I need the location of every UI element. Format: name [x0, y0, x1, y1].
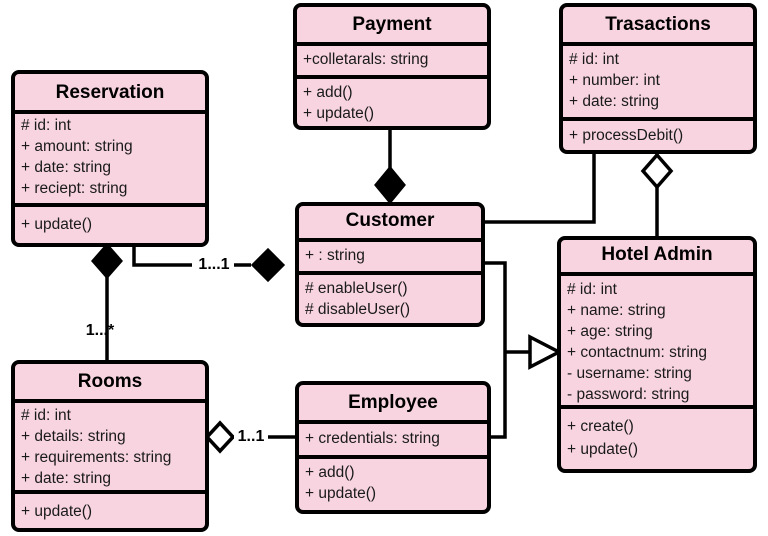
- multiplicity-backdrop-reservation-customer: [192, 255, 234, 275]
- class-attribute: + contactnum: string: [567, 344, 707, 361]
- relationship-payment-customer[interactable]: [374, 128, 406, 205]
- class-body-hoteladmin: [557, 236, 757, 473]
- class-attribute: + requirements: string: [21, 449, 171, 466]
- class-body-payment: [293, 3, 491, 130]
- class-attribute: + amount: string: [21, 138, 133, 155]
- class-body-trasactions: [559, 3, 757, 154]
- class-method: # disableUser(): [305, 301, 410, 318]
- relationship-customer-trasactions[interactable]: [483, 152, 596, 224]
- class-method: + update(): [21, 216, 92, 233]
- class-attribute: # id: int: [21, 117, 72, 134]
- class-body-employee: [295, 381, 491, 514]
- class-attribute: + reciept: string: [21, 180, 127, 197]
- class-box-trasactions[interactable]: Trasactions # id: int + number: int + da…: [559, 3, 757, 154]
- class-attribute: + details: string: [21, 428, 126, 445]
- class-attribute: # id: int: [569, 51, 620, 68]
- generalization-arrowhead-hoteladmin: [528, 334, 563, 370]
- class-method: + create(): [567, 418, 634, 435]
- class-attribute: +colletarals: string: [303, 51, 428, 68]
- class-title-reservation: Reservation: [56, 82, 165, 103]
- class-box-employee[interactable]: Employee + credentials: string + add() +…: [295, 381, 491, 514]
- class-attribute: + name: string: [567, 302, 666, 319]
- class-attribute: # id: int: [21, 407, 72, 424]
- relationship-rooms-employee[interactable]: 1..1: [204, 420, 297, 454]
- class-box-rooms[interactable]: Rooms # id: int + details: string + requ…: [11, 360, 209, 532]
- class-attribute: + : string: [305, 247, 365, 264]
- class-method: + add(): [303, 84, 353, 101]
- class-body-customer: [295, 202, 485, 327]
- class-box-reservation[interactable]: Reservation # id: int + amount: string +…: [11, 70, 209, 247]
- class-method: + update(): [303, 105, 374, 122]
- multiplicity-backdrop-rooms-employee: [234, 427, 268, 447]
- composition-diamond-customer-left: [250, 247, 286, 283]
- class-body-rooms: [11, 360, 209, 532]
- class-body-reservation: [11, 70, 209, 247]
- relationship-customer-hoteladmin[interactable]: [483, 261, 563, 439]
- class-box-customer[interactable]: Customer + : string # enableUser() # dis…: [295, 202, 485, 327]
- relationship-reservation-rooms[interactable]: 1...*: [86, 242, 123, 362]
- class-title-rooms: Rooms: [78, 371, 142, 392]
- class-title-payment: Payment: [352, 14, 432, 35]
- class-title-trasactions: Trasactions: [605, 14, 711, 35]
- multiplicity-reservation-rooms: 1...*: [86, 322, 115, 339]
- class-attribute: # id: int: [567, 281, 618, 298]
- composition-diamond-payment: [374, 165, 406, 205]
- class-attribute: - password: string: [567, 386, 689, 403]
- class-box-payment[interactable]: Payment +colletarals: string + add() + u…: [293, 3, 491, 130]
- aggregation-diamond-trasactions: [640, 152, 674, 190]
- class-method: + update(): [305, 485, 376, 502]
- class-method: # enableUser(): [305, 280, 408, 297]
- aggregation-diamond-rooms: [204, 420, 236, 454]
- class-attribute: + age: string: [567, 323, 653, 340]
- relationship-trasactions-hoteladmin[interactable]: [640, 152, 674, 238]
- relationship-layer: 1...* 1...1: [86, 128, 674, 454]
- class-attribute: + date: string: [569, 93, 659, 110]
- class-attribute: + number: int: [569, 72, 661, 89]
- multiplicity-reservation-customer: 1...1: [198, 256, 229, 273]
- class-method: + processDebit(): [569, 127, 683, 144]
- edge-line-customer-employee-riser: [483, 261, 507, 439]
- class-attribute: + date: string: [21, 470, 111, 487]
- relationship-reservation-customer[interactable]: 1...1: [132, 245, 286, 283]
- class-title-hoteladmin: Hotel Admin: [601, 244, 712, 265]
- class-method: + update(): [567, 441, 638, 458]
- class-box-hoteladmin[interactable]: Hotel Admin # id: int + name: string + a…: [557, 236, 757, 473]
- class-attribute: - username: string: [567, 365, 692, 382]
- multiplicity-rooms-employee: 1..1: [238, 428, 265, 445]
- class-method: + update(): [21, 503, 92, 520]
- composition-diamond-reservation-rooms: [91, 242, 123, 280]
- class-attribute: + credentials: string: [305, 430, 440, 447]
- class-title-customer: Customer: [346, 210, 435, 231]
- class-attribute: + date: string: [21, 159, 111, 176]
- class-method: + add(): [305, 464, 355, 481]
- class-title-employee: Employee: [348, 392, 438, 413]
- edge-line-customer-trasactions: [483, 152, 596, 224]
